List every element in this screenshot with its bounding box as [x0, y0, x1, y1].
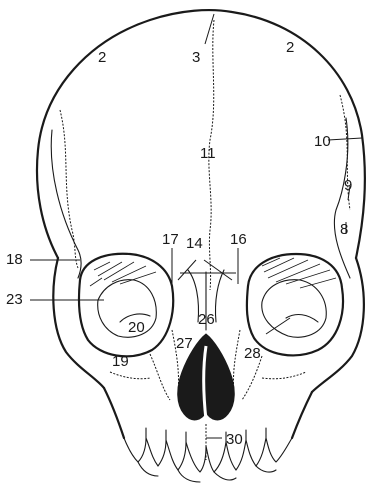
label-9: 9: [344, 177, 352, 194]
label-8: 8: [340, 221, 348, 238]
right-temporal-line: [334, 118, 350, 278]
label-18: 18: [6, 251, 23, 268]
left-orbit-shading: [90, 262, 156, 286]
label-28: 28: [244, 345, 261, 362]
label-17: 17: [162, 231, 179, 248]
label-16: 16: [230, 231, 247, 248]
label-frontal-bone: 11: [200, 145, 216, 162]
label-30: 30: [226, 431, 243, 448]
right-orbit-fissure: [286, 315, 318, 322]
label-parietal-left: 2: [98, 49, 106, 66]
label-parietal-right: 2: [286, 39, 294, 56]
label-14: 14: [186, 235, 203, 252]
teeth-row: [124, 428, 292, 482]
label-10: 10: [314, 133, 331, 150]
label-27: 27: [176, 335, 193, 352]
label-23: 23: [6, 291, 23, 308]
label-20: 20: [128, 319, 145, 336]
left-orbit-inner: [98, 280, 157, 338]
right-maxilla-suture: [233, 330, 262, 400]
right-orbit-inner: [262, 280, 326, 338]
left-maxilla-suture: [150, 330, 179, 400]
left-orbit-outline: [79, 254, 173, 357]
label-19: 19: [112, 353, 129, 370]
left-zygomaticomaxillary-suture: [110, 372, 150, 379]
label-26: 26: [198, 311, 215, 328]
right-zygomaticomaxillary-suture: [262, 372, 306, 379]
label-sagittal-suture: 3: [192, 49, 200, 66]
right-orbit-shading: [262, 258, 336, 288]
